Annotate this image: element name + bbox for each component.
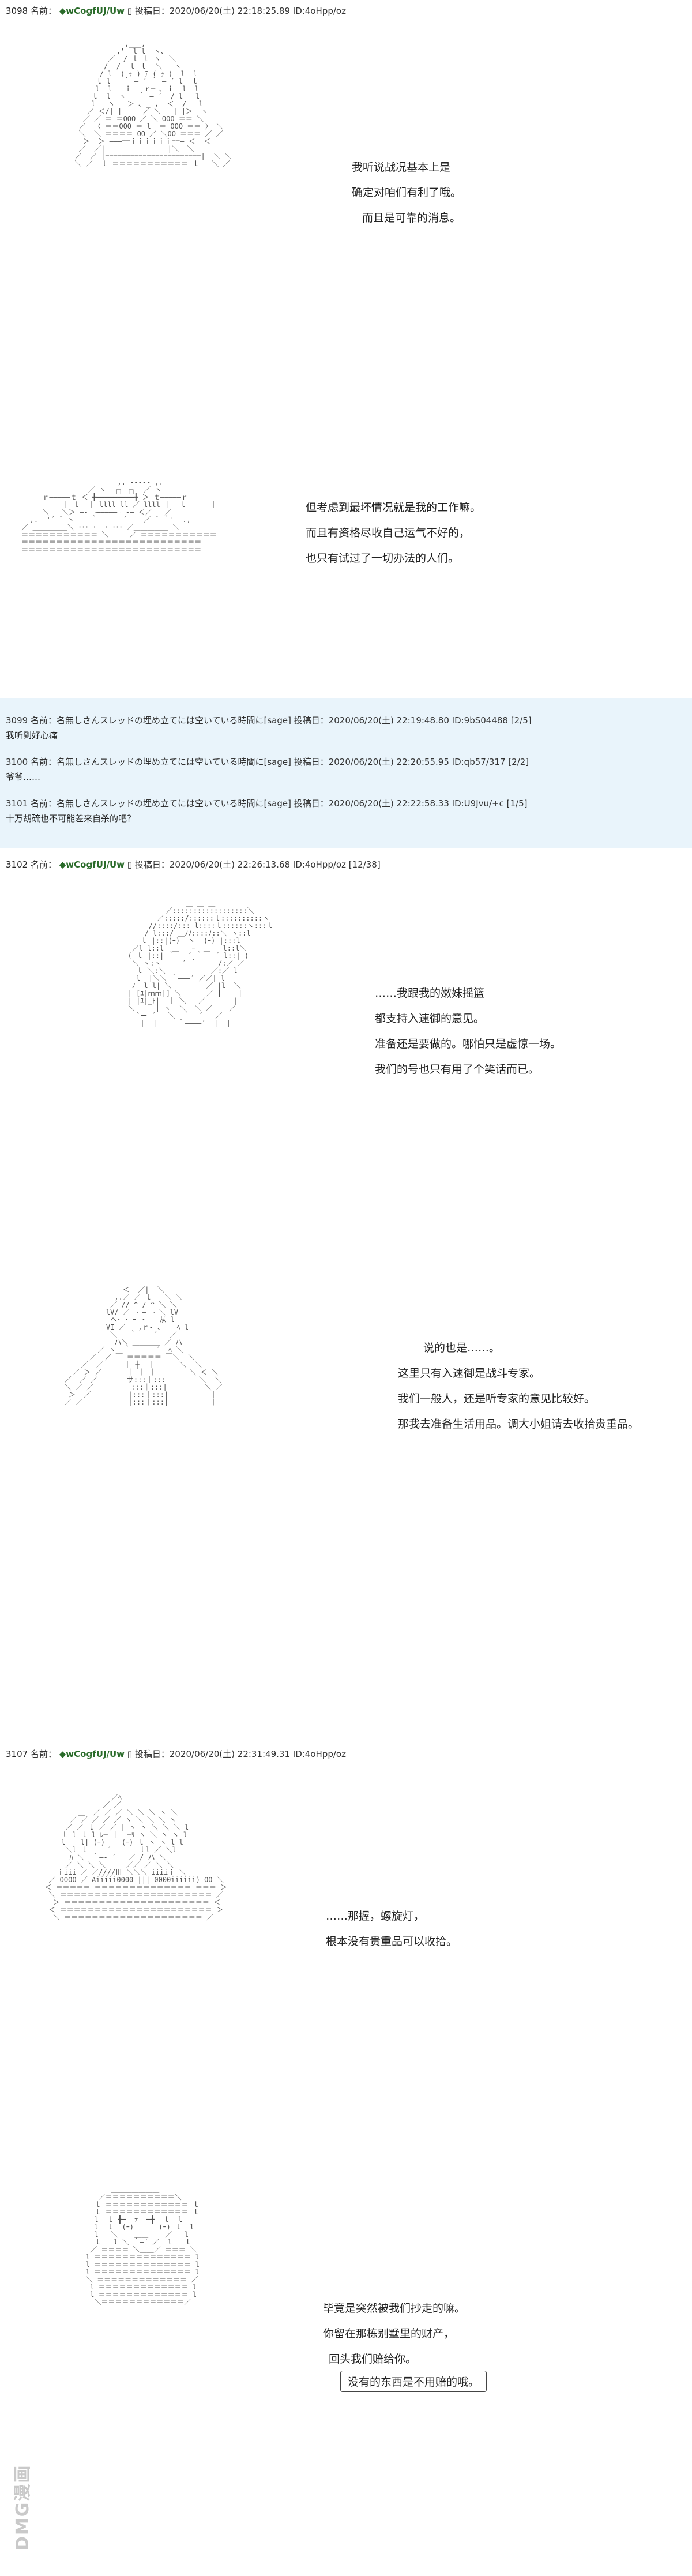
speech-block: 说的也是……。 这里只有入速御是战斗专家。 我们一般人，还是听专家的意见比较好。… (398, 1335, 639, 1437)
mark-icon: ▯ (127, 1749, 133, 1759)
speech-line: 都支持入速御的意见。 (375, 1012, 485, 1025)
ascii-art-character: ＿ ＿ ＿ ／::::::::::::::::::＼ ／:::::/::::::… (127, 899, 274, 1027)
reply-body: 我听到好心痛 (6, 730, 58, 741)
ascii-art-character: __ ,. --‐-- ,. __ ／ ヽ ┌┐ ┌┐ ／ ヽ ｒ―――――ｔ … (21, 478, 217, 554)
watermark-text: DMG漫画 (13, 2464, 33, 2551)
mark-icon: ▯ (127, 6, 133, 16)
ascii-art-character: ,___, ,' l l ヽ、 ／ / ｌ ｌ ヽ ＼ / / ｌ ｌ ＼ ヽ … (74, 40, 232, 168)
speech-block: 毕竟是突然被我们抄走的嘛。 你留在那栋别墅里的财产， 回头我们赔给你。 (323, 2296, 465, 2372)
poster-id[interactable]: ID:4oHpp/oz (292, 6, 346, 16)
speech-line: 这里只有入速御是战斗专家。 (398, 1367, 541, 1380)
speech-block: ……那握，螺旋灯， 根本没有贵重品可以收拾。 (326, 1903, 457, 1954)
speech-line: 我听说战况基本上是 (352, 161, 451, 174)
post-number: 3107 (6, 1749, 28, 1759)
post-number: 3102 (6, 859, 28, 870)
speech-block: 但考虑到最坏情况就是我的工作嘛。 而且有资格尽收自己运气不好的， 也只有试过了一… (306, 495, 481, 571)
speech-block: ……我跟我的嫩妹摇篮 都支持入速御的意见。 准备还是要做的。哪怕只是虚惊一场。 … (375, 981, 561, 1082)
reply-body: 十万胡硫也不可能差来自杀的吧？ (6, 813, 136, 824)
name-label: 名前： (30, 6, 57, 16)
speech-line: 但考虑到最坏情况就是我的工作嘛。 (306, 501, 482, 514)
speech-block: 我听说战况基本上是 确定对咱们有利了哦。 而且是可靠的消息。 (352, 155, 461, 231)
speech-line: 而且是可靠的消息。 (362, 212, 461, 224)
post-time: 投稿日：2020/06/20(土) 22:18:25.89 (134, 6, 290, 16)
reply-header: 3101 名前：名無しさんスレッドの埋め立てには空いている時間に[sage] 投… (6, 798, 528, 809)
speech-line: 我们的号也只有用了个笑话而已。 (375, 1063, 540, 1076)
speech-line: 准备还是要做的。哪怕只是虚惊一场。 (375, 1038, 562, 1050)
post-count: [12/38] (348, 859, 381, 870)
post-number: 3098 (6, 6, 28, 16)
reply-section: 3099 名前：名無しさんスレッドの埋め立てには空いている時間に[sage] 投… (0, 698, 692, 848)
poster-trip[interactable]: ◆wCogfUJ/Uw (59, 859, 125, 870)
mark-icon: ▯ (127, 859, 133, 870)
ascii-art-character: ／ﾍ ／ ／ ＿＿＿＿＿ ＿ ／ ／ ／ ＼ ＼ ＼ ヽ ＼ ／ ／ ／ ／ ／… (44, 1793, 228, 1921)
speech-line: 回头我们赔给你。 (329, 2353, 417, 2365)
speech-line: 我们一般人，还是听专家的意见比较好。 (398, 1392, 596, 1405)
post-time: 投稿日：2020/06/20(土) 22:31:49.31 (134, 1749, 290, 1759)
speech-line: 毕竟是突然被我们抄走的嘛。 (323, 2302, 466, 2315)
reply-header: 3100 名前：名無しさんスレッドの埋め立てには空いている時間に[sage] 投… (6, 757, 529, 767)
poster-id[interactable]: ID:4oHpp/oz (292, 1749, 346, 1759)
post-header: 3107 名前： ◆wCogfUJ/Uw ▯ 投稿日：2020/06/20(土)… (6, 1748, 346, 1760)
speech-line: ……那握，螺旋灯， (326, 1910, 425, 1922)
post-time: 投稿日：2020/06/20(土) 22:26:13.68 (134, 859, 290, 870)
speech-line: 你留在那栋别墅里的财产， (323, 2327, 455, 2340)
speech-line: 那我去准备生活用品。调大小姐请去收拾贵重品。 (398, 1418, 640, 1430)
speech-line: 也只有试过了一切办法的人们。 (306, 552, 460, 565)
poster-id[interactable]: ID:4oHpp/oz (292, 859, 346, 870)
name-label: 名前： (30, 1749, 57, 1759)
reply-body: 爷爷…… (6, 772, 41, 782)
reply-header: 3099 名前：名無しさんスレッドの埋め立てには空いている時間に[sage] 投… (6, 715, 532, 726)
watermark-logo: DMG漫画 (3, 2336, 33, 2555)
speech-bubble: 没有的东西是不用赔的哦。 (340, 2371, 487, 2392)
speech-line: ……我跟我的嫩妹摇篮 (375, 987, 485, 1000)
ascii-art-character: ＜ ／| ＼ ,.／ ／ ｌ ＼ ＼ ／ // ^ / ^ ＼ ＼ lV/ ／ … (64, 1286, 223, 1406)
post-header: 3102 名前： ◆wCogfUJ/Uw ▯ 投稿日：2020/06/20(土)… (6, 858, 381, 870)
ascii-art-character: ＿＿＿＿＿＿＿ ／＝＝＝＝＝＝＝＝＝＝＼ ｌ ＝＝＝＝＝＝＝＝＝＝＝＝ ｌ ｌ … (85, 2186, 200, 2306)
speech-line: 说的也是……。 (423, 1342, 501, 1354)
speech-line: 而且有资格尽收自己运气不好的， (306, 527, 471, 539)
name-label: 名前： (30, 859, 57, 870)
speech-line: 确定对咱们有利了哦。 (352, 186, 462, 199)
post-header: 3098 名前： ◆wCogfUJ/Uw ▯ 投稿日：2020/06/20(土)… (6, 5, 346, 17)
poster-trip[interactable]: ◆wCogfUJ/Uw (59, 6, 125, 16)
speech-line: 根本没有贵重品可以收拾。 (326, 1935, 458, 1948)
poster-trip[interactable]: ◆wCogfUJ/Uw (59, 1749, 125, 1759)
